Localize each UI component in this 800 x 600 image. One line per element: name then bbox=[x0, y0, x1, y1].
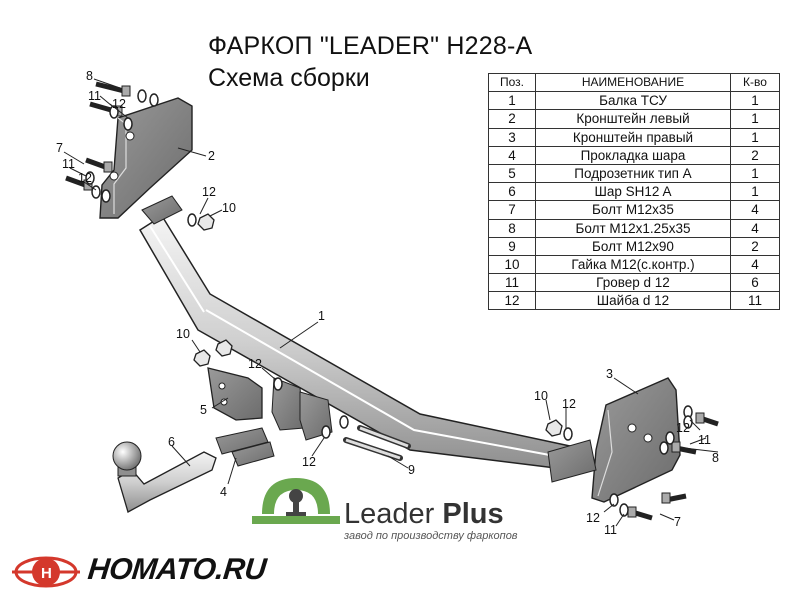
diagram-subtitle: Схема сборки bbox=[208, 64, 370, 92]
fastener-nuts bbox=[193, 213, 563, 437]
header-qty: К-во bbox=[730, 72, 780, 93]
tow-ball-part bbox=[112, 441, 217, 513]
cell-name: Подрозетник тип А bbox=[535, 163, 731, 184]
cell-pos: 4 bbox=[488, 145, 536, 165]
cell-name: Гайка М12(с.контр.) bbox=[535, 254, 731, 275]
callout-1: 1 bbox=[318, 309, 325, 323]
socket-plate-part bbox=[207, 367, 263, 421]
callout-10: 10 bbox=[176, 327, 190, 341]
callout-4: 4 bbox=[220, 485, 227, 499]
cell-pos: 7 bbox=[488, 200, 536, 220]
cell-name: Болт М12х1.25х35 bbox=[535, 218, 731, 238]
cell-name: Гровер d 12 bbox=[535, 273, 731, 293]
callout-11: 11 bbox=[604, 523, 617, 537]
cell-qty: 4 bbox=[730, 218, 780, 238]
cell-pos: 2 bbox=[488, 109, 536, 129]
cell-pos: 9 bbox=[488, 236, 536, 256]
callout-12: 12 bbox=[676, 421, 690, 435]
callout-10: 10 bbox=[222, 201, 236, 215]
leader-plus-logo-icon bbox=[252, 478, 340, 524]
homato-logo-icon: H bbox=[12, 556, 80, 588]
callout-10: 10 bbox=[534, 389, 548, 403]
callout-2: 2 bbox=[208, 149, 215, 163]
cell-qty: 1 bbox=[730, 91, 780, 111]
right-bracket-part bbox=[591, 377, 681, 503]
callout-12: 12 bbox=[202, 185, 216, 199]
cell-pos: 6 bbox=[488, 182, 536, 202]
cell-name: Болт М12х35 bbox=[535, 200, 731, 220]
callout-9: 9 bbox=[408, 463, 415, 477]
cell-pos: 5 bbox=[488, 163, 536, 184]
leader-plus-brand: Leader Plus bbox=[344, 498, 504, 530]
cell-qty: 4 bbox=[730, 200, 780, 220]
cell-qty: 1 bbox=[730, 163, 780, 184]
cell-qty: 4 bbox=[730, 254, 780, 275]
leader-lines bbox=[63, 78, 719, 527]
cell-name: Прокладка шара bbox=[535, 145, 731, 165]
diagram-title: ФАРКОП "LEADER" H228-A bbox=[208, 32, 533, 60]
cell-qty: 6 bbox=[730, 273, 780, 293]
callout-12: 12 bbox=[562, 397, 576, 411]
cell-pos: 3 bbox=[488, 127, 536, 147]
cell-qty: 2 bbox=[730, 145, 780, 165]
cell-pos: 10 bbox=[488, 254, 536, 275]
ball-spacers-part bbox=[215, 427, 275, 467]
long-bolts-part bbox=[343, 425, 411, 461]
callout-12: 12 bbox=[586, 511, 600, 525]
callout-3: 3 bbox=[606, 367, 613, 381]
callout-11: 11 bbox=[88, 89, 101, 103]
header-pos: Поз. bbox=[488, 72, 536, 93]
cell-pos: 1 bbox=[488, 91, 536, 111]
cell-name: Кронштейн левый bbox=[535, 109, 731, 129]
cell-qty: 11 bbox=[730, 291, 780, 311]
callout-11: 11 bbox=[698, 433, 711, 447]
callout-8: 8 bbox=[86, 69, 93, 83]
parts-table-header: Поз. НАИМЕНОВАНИЕ К-во bbox=[488, 72, 780, 93]
callout-12: 12 bbox=[112, 97, 126, 111]
callout-5: 5 bbox=[200, 403, 207, 417]
cell-name: Шар SH12 A bbox=[535, 182, 731, 202]
left-bracket-part bbox=[99, 97, 193, 219]
cell-name: Болт М12х90 bbox=[535, 236, 731, 256]
callout-12: 12 bbox=[78, 171, 92, 185]
cell-pos: 8 bbox=[488, 218, 536, 238]
cell-pos: 12 bbox=[488, 291, 536, 311]
cell-pos: 11 bbox=[488, 273, 536, 293]
brand-name-regular: Leader bbox=[344, 498, 443, 530]
callout-12: 12 bbox=[302, 455, 316, 469]
cell-name: Кронштейн правый bbox=[535, 127, 731, 147]
header-name: НАИМЕНОВАНИЕ bbox=[535, 72, 731, 93]
cell-qty: 2 bbox=[730, 236, 780, 256]
callout-6: 6 bbox=[168, 435, 175, 449]
cell-name: Шайба d 12 bbox=[535, 291, 731, 311]
cell-qty: 1 bbox=[730, 109, 780, 129]
callout-12: 12 bbox=[248, 357, 262, 371]
cell-name: Балка ТСУ bbox=[535, 91, 731, 111]
cell-qty: 1 bbox=[730, 127, 780, 147]
brand-name-bold: Plus bbox=[442, 498, 504, 530]
store-name: HOMATO.RU bbox=[86, 553, 268, 586]
callout-7: 7 bbox=[674, 515, 681, 529]
callout-8: 8 bbox=[712, 451, 719, 465]
cell-qty: 1 bbox=[730, 182, 780, 202]
svg-text:H: H bbox=[41, 565, 52, 582]
callout-11: 11 bbox=[62, 157, 75, 171]
brand-tagline: завод по производству фаркопов bbox=[344, 530, 518, 542]
callout-7: 7 bbox=[56, 141, 63, 155]
callout-labels: 8 11 12 2 7 11 12 12 10 1 10 12 5 6 4 12… bbox=[56, 69, 719, 537]
